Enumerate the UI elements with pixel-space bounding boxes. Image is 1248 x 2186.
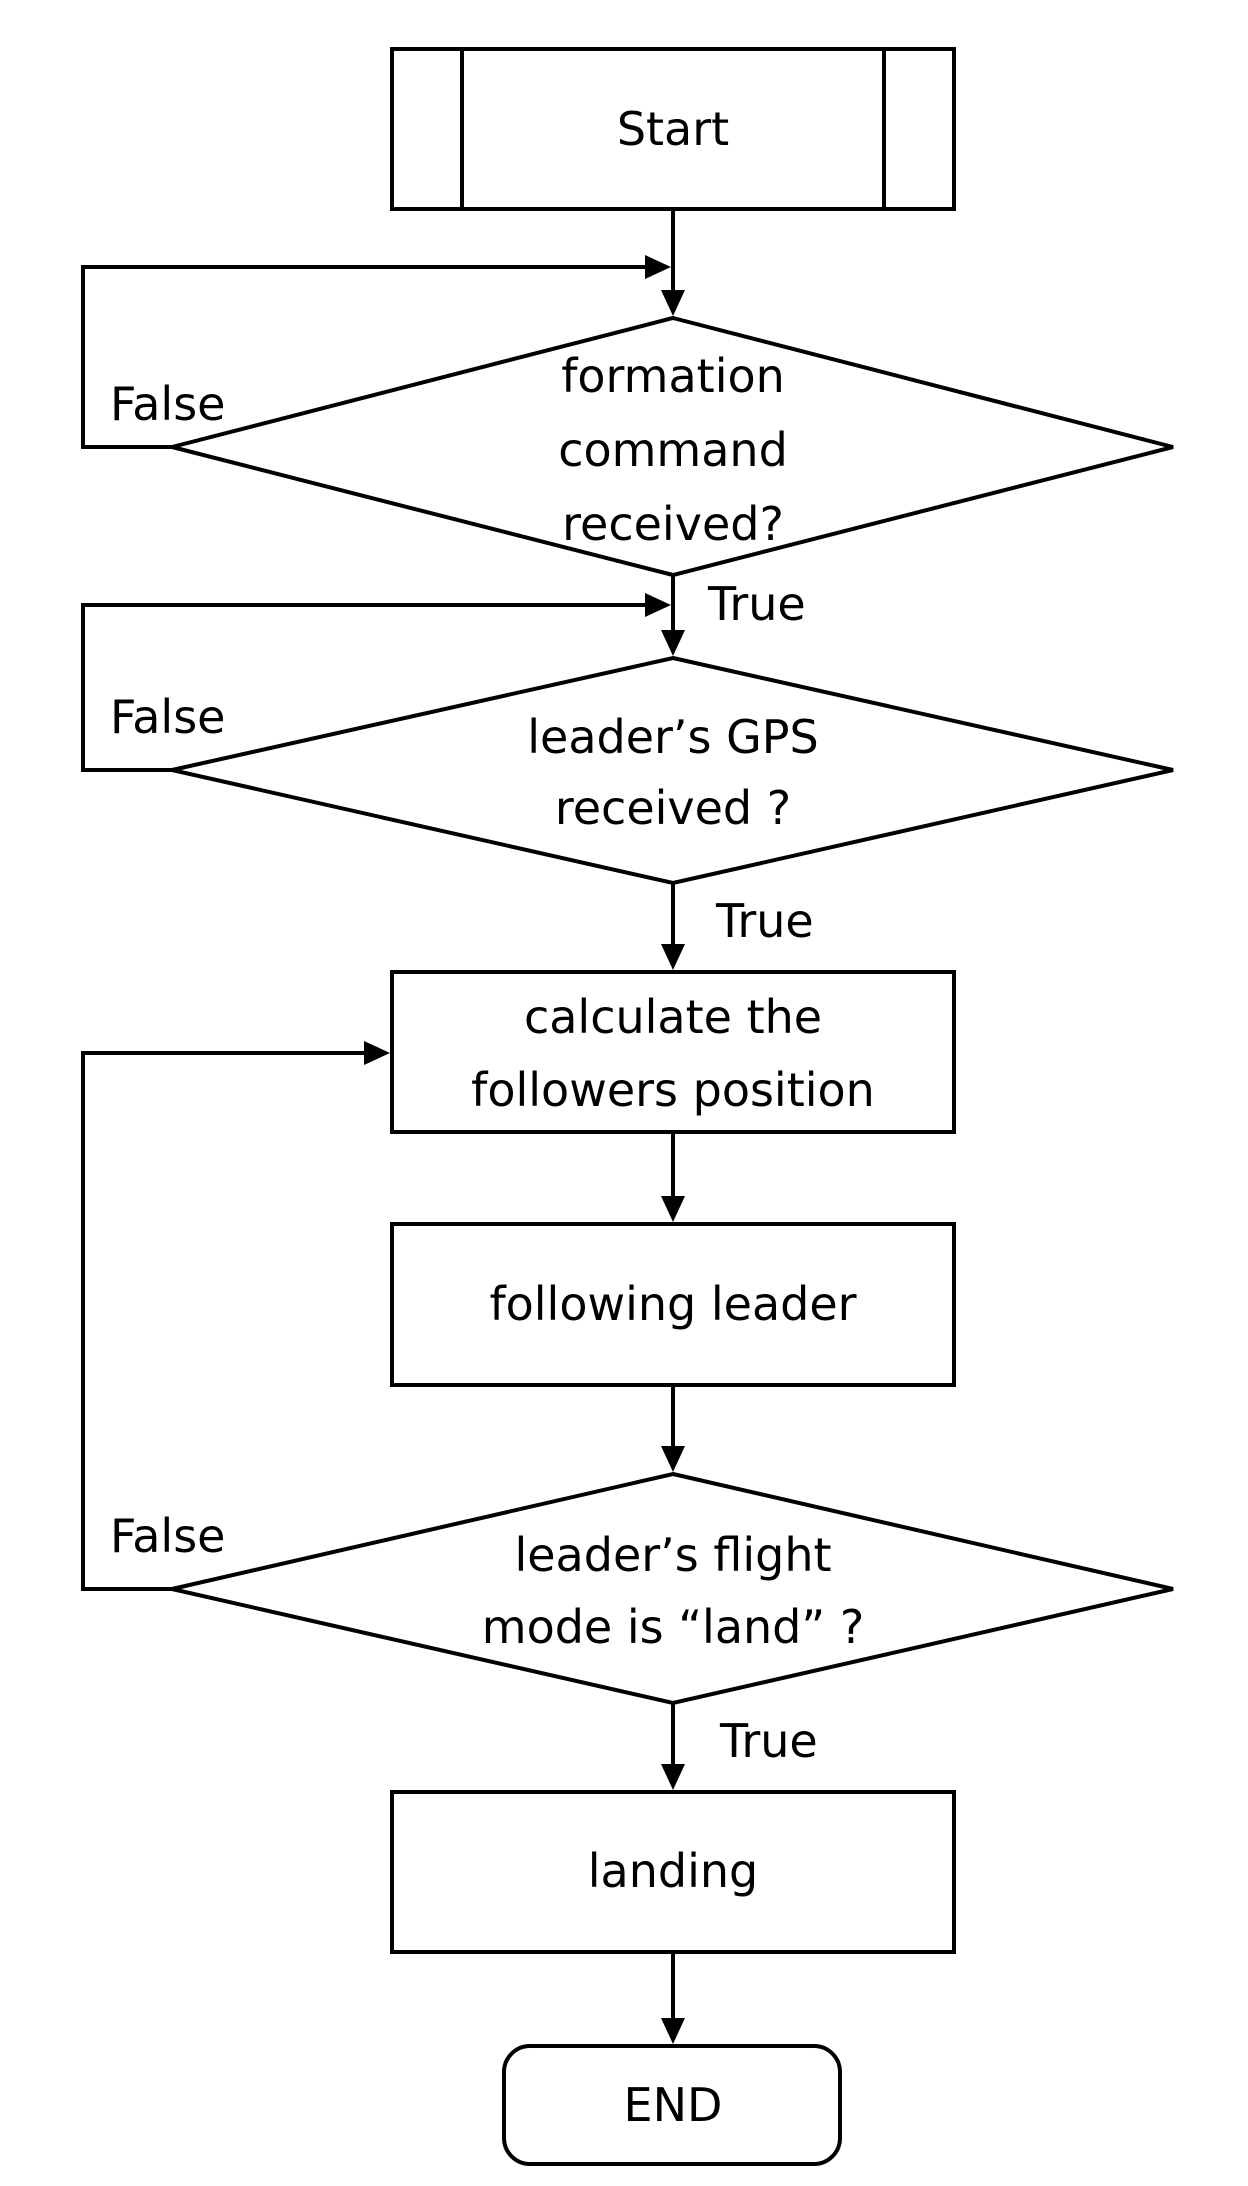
calc-label-line1: calculate the xyxy=(524,990,822,1044)
calc-position-node: calculate the followers position xyxy=(390,970,956,1134)
start-label: Start xyxy=(617,102,729,156)
formation-label-line1: formation xyxy=(561,349,785,403)
gps-label-line1: leader’s GPS xyxy=(527,710,818,764)
edge-land-true: True xyxy=(661,1703,818,1790)
end-node: END xyxy=(502,2044,842,2166)
gps-label-line2: received ? xyxy=(555,781,791,835)
decision-land-node: leader’s flight mode is “land” ? xyxy=(171,1471,1174,1706)
landing-label: landing xyxy=(588,1844,758,1898)
edge-gps-true: True xyxy=(661,883,814,970)
formation-true-label: True xyxy=(707,577,806,631)
edge-calc-to-following xyxy=(661,1132,685,1222)
gps-false-label: False xyxy=(110,690,225,744)
edge-following-to-land xyxy=(661,1385,685,1472)
edge-formation-false-loop: False xyxy=(81,255,671,449)
edge-formation-true: True xyxy=(661,575,806,656)
calc-label-line2: followers position xyxy=(471,1063,875,1117)
edge-gps-false-loop: False xyxy=(81,593,671,772)
land-label-line2: mode is “land” ? xyxy=(482,1600,864,1654)
formation-label-line3: received? xyxy=(562,497,784,551)
decision-formation-node: formation command received? xyxy=(171,315,1174,578)
start-node: Start xyxy=(390,47,956,211)
following-label: following leader xyxy=(489,1277,856,1331)
end-label: END xyxy=(624,2078,723,2132)
edge-landing-to-end xyxy=(661,1952,685,2044)
land-label-line1: leader’s flight xyxy=(514,1528,831,1582)
land-false-label: False xyxy=(110,1509,225,1563)
edge-land-false-loop: False xyxy=(81,1041,390,1591)
land-true-label: True xyxy=(719,1714,818,1768)
formation-false-label: False xyxy=(110,377,225,431)
edge-start-to-formation xyxy=(661,209,685,316)
following-leader-node: following leader xyxy=(390,1222,956,1387)
decision-gps-node: leader’s GPS received ? xyxy=(171,655,1174,886)
landing-node: landing xyxy=(390,1790,956,1954)
formation-label-line2: command xyxy=(558,423,788,477)
gps-true-label: True xyxy=(715,894,814,948)
